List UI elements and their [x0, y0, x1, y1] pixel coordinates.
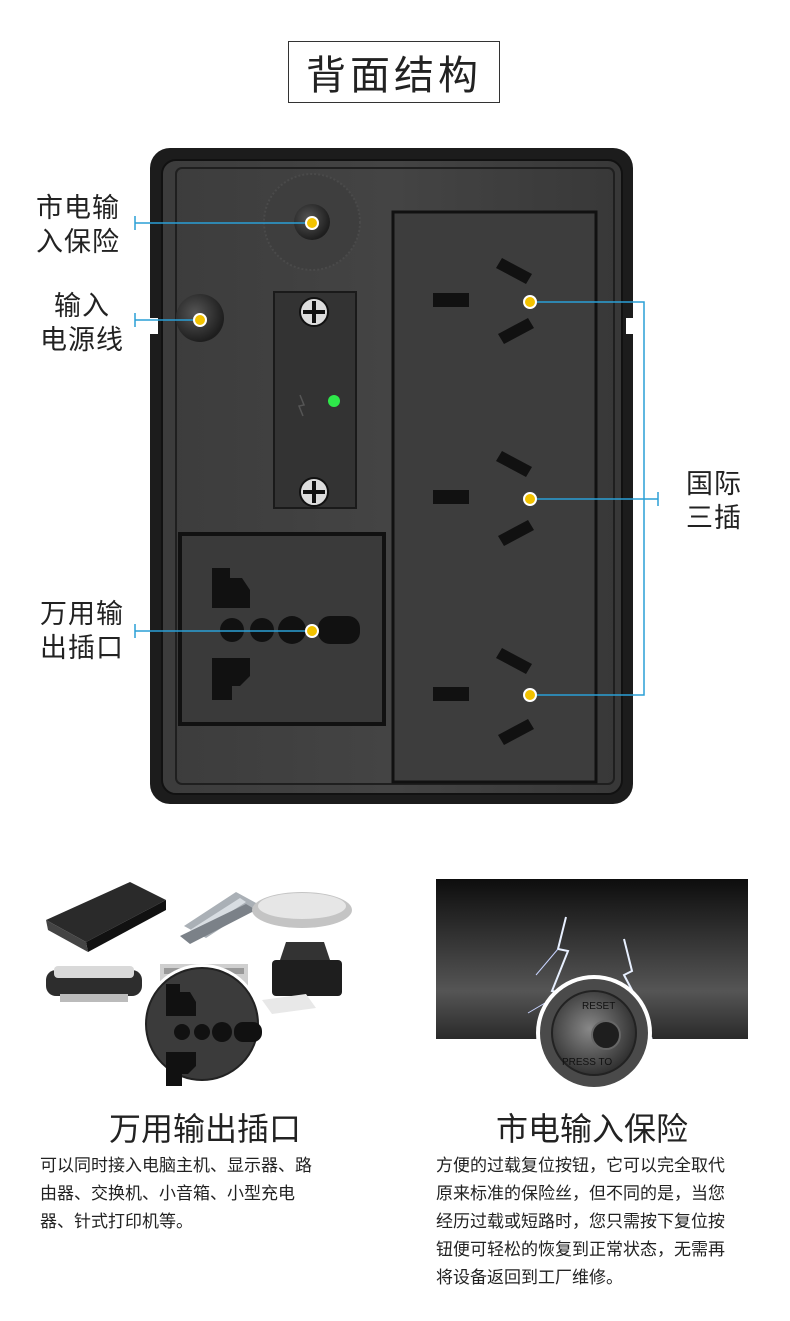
socket-dot-2-icon — [523, 492, 537, 506]
press-to-text: PRESS TO — [562, 1057, 612, 1068]
international-socket-panel — [391, 210, 598, 784]
feature-universal-title: 万用输出插口 — [108, 1110, 301, 1148]
callout-fuse: 市电输 入保险 — [36, 193, 120, 258]
fuse-dot-icon — [305, 216, 319, 230]
callout-international-socket: 国际 三插 — [686, 469, 742, 534]
callout-universal-socket: 万用输 出插口 — [40, 599, 124, 664]
page-title: 背面结构 — [288, 41, 500, 103]
lightning-reset-image: RESET PRESS TO — [436, 879, 748, 1091]
peripherals-image — [46, 882, 352, 1086]
socket-slot-bottom-icon — [212, 658, 250, 700]
router-icon — [46, 882, 166, 942]
middle-plate — [273, 291, 357, 509]
socket-dot-3-icon — [523, 688, 537, 702]
socket-2-icon — [433, 451, 534, 546]
feature-fuse-title: 市电输入保险 — [495, 1110, 688, 1148]
status-led-icon — [328, 395, 340, 407]
feature-universal-desc: 可以同时接入电脑主机、显示器、路 由器、交换机、小音箱、小型充电 器、针式打印机… — [40, 1156, 312, 1232]
inkjet-printer-icon — [272, 960, 342, 996]
reset-button-text: RESET — [582, 1001, 615, 1012]
callout-power-cord: 输入 电源线 — [40, 291, 124, 356]
feature-fuse-desc: 方便的过载复位按钮，它可以完全取代 原来标准的保险丝，但不同的是，当您 经历过载… — [436, 1156, 725, 1288]
socket-slot-top-icon — [212, 568, 250, 608]
universal-dot-icon — [305, 624, 319, 638]
power-cord-dot-icon — [193, 313, 207, 327]
socket-3-icon — [433, 648, 534, 745]
ups-rear-panel — [134, 148, 659, 804]
socket-1-icon — [433, 258, 534, 344]
socket-dot-1-icon — [523, 295, 537, 309]
